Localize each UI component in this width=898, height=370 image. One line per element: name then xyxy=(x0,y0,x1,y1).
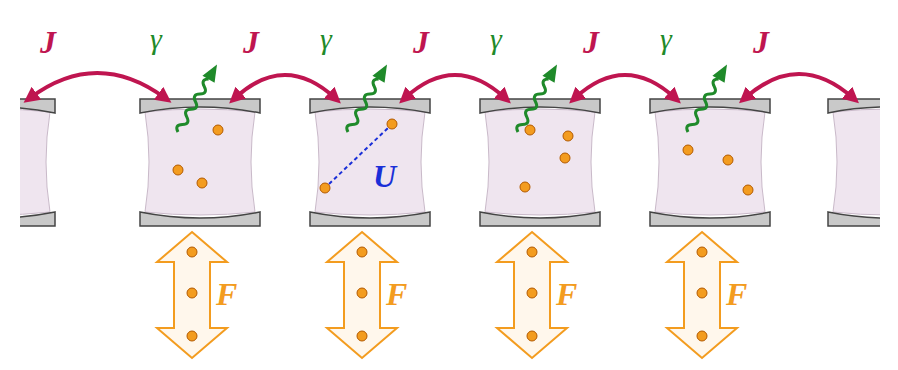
drive-label: F xyxy=(556,278,577,310)
loss-label: γ xyxy=(490,24,502,54)
loss-label: γ xyxy=(320,24,332,54)
loss-label: γ xyxy=(660,24,672,54)
drive-label: F xyxy=(216,278,237,310)
drive-label: F xyxy=(386,278,407,310)
loss-photons xyxy=(172,61,733,136)
drive-arrows xyxy=(157,232,737,358)
interaction-label: U xyxy=(373,160,396,192)
drive-label: F xyxy=(726,278,747,310)
hopping-label: J xyxy=(753,26,769,58)
atoms xyxy=(173,119,753,195)
hopping-label: J xyxy=(40,26,56,58)
cavities xyxy=(20,99,880,226)
hopping-arrows xyxy=(30,73,853,98)
loss-label: γ xyxy=(150,24,162,54)
hopping-label: J xyxy=(583,26,599,58)
hopping-label: J xyxy=(413,26,429,58)
hopping-label: J xyxy=(243,26,259,58)
